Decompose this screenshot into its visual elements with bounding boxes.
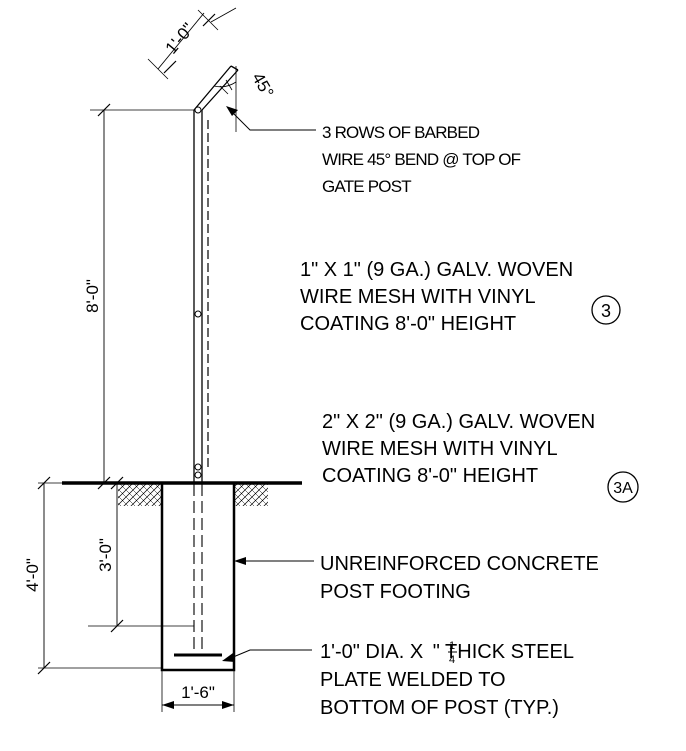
angle-tick [219, 85, 229, 95]
bend-dim-tick [163, 60, 177, 74]
dim-tick [110, 619, 124, 633]
arrow-head [226, 106, 238, 116]
dim-arrow-left [162, 701, 174, 709]
mesh-2x2-note: 2" X 2" (9 GA.) GALV. WOVEN WIRE MESH WI… [322, 411, 601, 487]
bend-ext-line [147, 58, 169, 80]
soil-hatch-left [118, 484, 162, 506]
footing-width-label: 1'-6" [181, 683, 215, 702]
bend-dim-leader [210, 7, 237, 23]
arrow-head [222, 653, 235, 662]
fitting-circle [194, 310, 202, 318]
plate-fraction-numerator: 1 [449, 640, 455, 652]
mesh-1x1-note: 1" X 1" (9 GA.) GALV. WOVEN WIRE MESH WI… [300, 259, 579, 335]
fitting-circle [194, 106, 202, 114]
fitting-circle [194, 471, 202, 479]
fitting-circle [194, 463, 202, 471]
arm-line-left [193, 65, 232, 111]
bend-dim-tick [202, 13, 216, 27]
dim-tick [37, 476, 51, 490]
dim-arrow-right [222, 701, 234, 709]
angle-arc [213, 81, 237, 88]
footing-note: UNREINFORCED CONCRETE POST FOOTING [320, 553, 604, 603]
soil-hatch-right [234, 484, 268, 506]
arrow-head [234, 557, 246, 565]
bend-ext-line [197, 9, 219, 31]
plate-note-rest: PLATE WELDED TO BOTTOM OF POST (TYP.) [320, 669, 559, 719]
dim-tick [110, 476, 124, 490]
barbed-wire-leader [229, 109, 316, 131]
footing-depth-label: 4'-0" [23, 558, 42, 592]
plate-leader [225, 649, 312, 661]
bend-dim-line [157, 12, 205, 70]
post-height-label: 8'-0" [83, 279, 102, 313]
concrete-footing [160, 481, 236, 672]
dim-tick [37, 661, 51, 675]
plate-fraction-denominator: 4 [449, 654, 455, 666]
arm-cap [230, 65, 239, 71]
dim-tick [97, 476, 111, 490]
detail-tag-3a [607, 471, 639, 503]
bend-angle-label: 45° [248, 69, 277, 101]
detail-tag-3a-label: 3A [613, 480, 633, 497]
detail-tag-3-label: 3 [601, 301, 611, 321]
dim-tick [97, 103, 111, 117]
angle-tick [225, 79, 233, 91]
bend-length-label: 1'-0" [162, 19, 198, 57]
post-embed-label: 3'-0" [96, 538, 115, 572]
arm-line-right [201, 69, 239, 111]
plate-note-line1: 1'-0" DIA. X " THICK STEEL [320, 641, 574, 663]
detail-tag-3 [591, 295, 621, 325]
barbed-wire-note: 3 ROWS OF BARBED WIRE 45° BEND @ TOP OF … [322, 123, 524, 196]
